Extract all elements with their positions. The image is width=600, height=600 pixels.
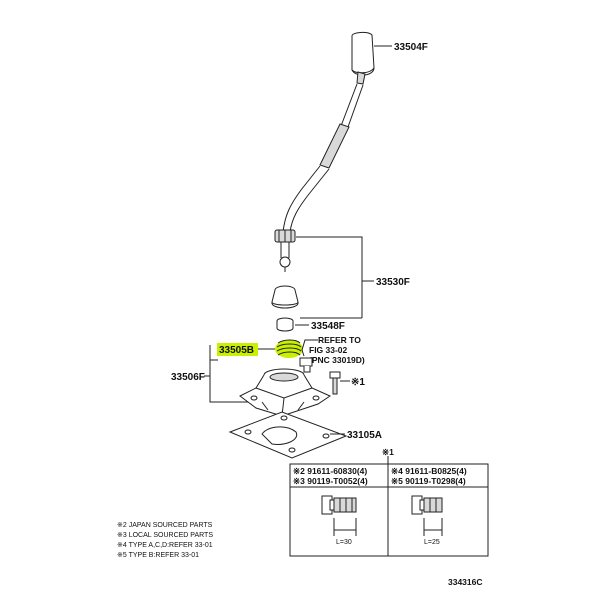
right-length: L=25 bbox=[424, 539, 440, 546]
gasket-drawing bbox=[228, 411, 348, 459]
spec-right-row-2: ※5 90119-T0298(4) bbox=[391, 476, 466, 486]
refer-leader bbox=[301, 339, 318, 357]
detent-pin-drawing bbox=[299, 357, 313, 373]
note-2: ※3 LOCAL SOURCED PARTS bbox=[117, 532, 213, 539]
knob-part-number: 33504F bbox=[394, 42, 428, 53]
left-bolt-drawing bbox=[321, 495, 357, 515]
spring-part-number: 33505B bbox=[219, 345, 254, 356]
spec-left-row-2: ※3 90119-T0052(4) bbox=[293, 476, 368, 486]
note-1: ※2 JAPAN SOURCED PARTS bbox=[117, 522, 213, 529]
lever-part-number: 33530F bbox=[376, 277, 410, 288]
note-4: ※5 TYPE B:REFER 33-01 bbox=[117, 552, 199, 559]
retainer-housing-drawing bbox=[239, 368, 332, 417]
lever-bracket bbox=[296, 236, 363, 318]
spring-highlight bbox=[217, 343, 258, 356]
left-length: L=30 bbox=[336, 539, 352, 546]
bushing-part-number: 33548F bbox=[311, 321, 345, 332]
left-length-dim bbox=[333, 518, 357, 536]
retainer-bracket bbox=[209, 359, 253, 403]
gasket-part-number: 33105A bbox=[347, 430, 382, 441]
table-marker: ※1 bbox=[382, 447, 394, 457]
spec-right-row-1: ※4 91611-B0825(4) bbox=[391, 466, 467, 476]
spring-drawing bbox=[275, 339, 303, 358]
spec-table bbox=[289, 463, 489, 557]
spec-left-row-1: ※2 91611-60830(4) bbox=[293, 466, 367, 476]
bolt-drawing bbox=[329, 371, 341, 395]
note-3: ※4 TYPE A,C,D:REFER 33-01 bbox=[117, 542, 213, 549]
refer-note-line3: (PNC 33019D) bbox=[309, 355, 365, 365]
bushing-drawing bbox=[276, 317, 294, 332]
bolt-reference: ※1 bbox=[351, 377, 365, 388]
shift-knob-drawing bbox=[351, 32, 375, 85]
right-length-dim bbox=[423, 518, 443, 536]
shift-lever-drawing bbox=[274, 83, 364, 272]
retainer-part-number: 33506F bbox=[171, 372, 205, 383]
diagram-code: 334316C bbox=[448, 577, 483, 587]
lever-seat-drawing bbox=[271, 285, 299, 309]
refer-note-line1: REFER TO bbox=[318, 335, 361, 345]
right-bolt-drawing bbox=[411, 495, 443, 515]
refer-note-line2: FIG 33-02 bbox=[309, 345, 348, 355]
